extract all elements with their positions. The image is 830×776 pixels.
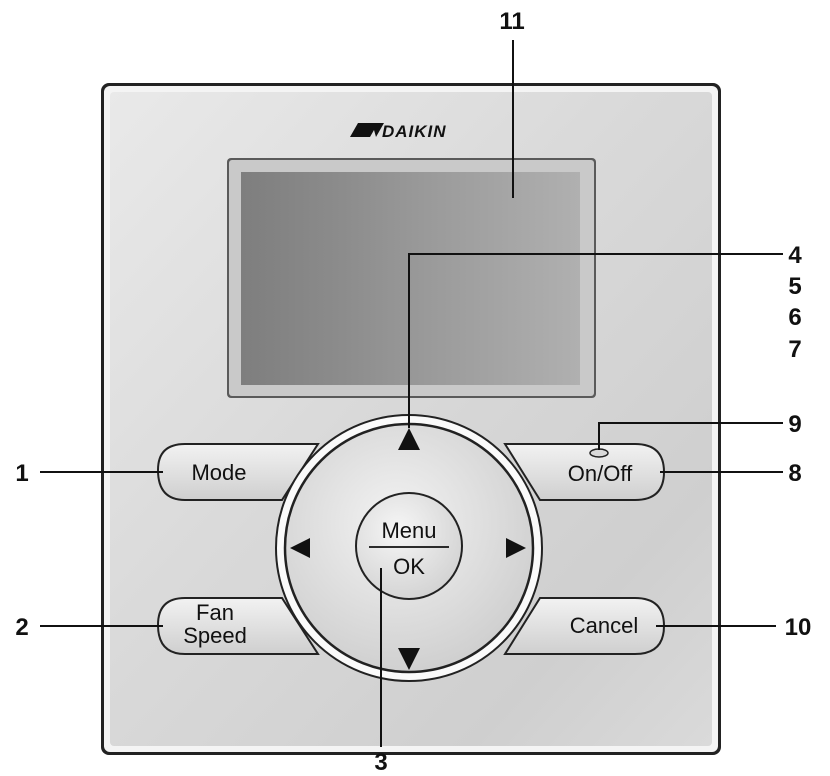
on-off-button[interactable]: On/Off bbox=[503, 443, 666, 501]
fan-speed-label-line2: Speed bbox=[183, 623, 247, 648]
callout-10: 10 bbox=[785, 614, 812, 641]
ok-label: OK bbox=[393, 554, 425, 579]
fan-speed-label-line1: Fan bbox=[196, 600, 234, 625]
logo-text: DAIKIN bbox=[382, 122, 447, 141]
on-off-button-label: On/Off bbox=[568, 461, 633, 486]
cancel-button-label: Cancel bbox=[570, 613, 638, 638]
arrow-up-icon[interactable] bbox=[398, 428, 420, 450]
callout-9: 9 bbox=[788, 411, 801, 438]
callout-2: 2 bbox=[15, 614, 28, 641]
cancel-button[interactable]: Cancel bbox=[503, 597, 666, 655]
fan-speed-button[interactable]: Fan Speed bbox=[156, 445, 320, 655]
operation-lamp bbox=[589, 448, 609, 458]
callout-3: 3 bbox=[374, 749, 387, 776]
callout-4: 4 bbox=[788, 242, 802, 269]
lcd-screen bbox=[227, 158, 596, 398]
callout-6: 6 bbox=[788, 304, 801, 331]
daikin-logo-mark-icon bbox=[350, 123, 384, 137]
arrow-down-icon[interactable] bbox=[398, 648, 420, 670]
callout-7: 7 bbox=[788, 336, 801, 363]
arrow-left-icon[interactable] bbox=[290, 538, 310, 558]
callout-numbers: 11 4 5 6 7 9 8 10 1 2 3 bbox=[15, 8, 811, 776]
menu-label: Menu bbox=[381, 518, 436, 543]
arrow-right-icon[interactable] bbox=[506, 538, 526, 558]
callout-8: 8 bbox=[788, 460, 801, 487]
callout-11: 11 bbox=[499, 8, 524, 35]
leader-lines bbox=[40, 40, 783, 747]
menu-ok-button[interactable]: Menu OK bbox=[355, 492, 463, 600]
mode-button-label: Mode bbox=[191, 460, 246, 485]
daikin-logo: DAIKIN bbox=[350, 122, 447, 141]
callout-1: 1 bbox=[15, 460, 28, 487]
callout-5: 5 bbox=[788, 273, 801, 300]
